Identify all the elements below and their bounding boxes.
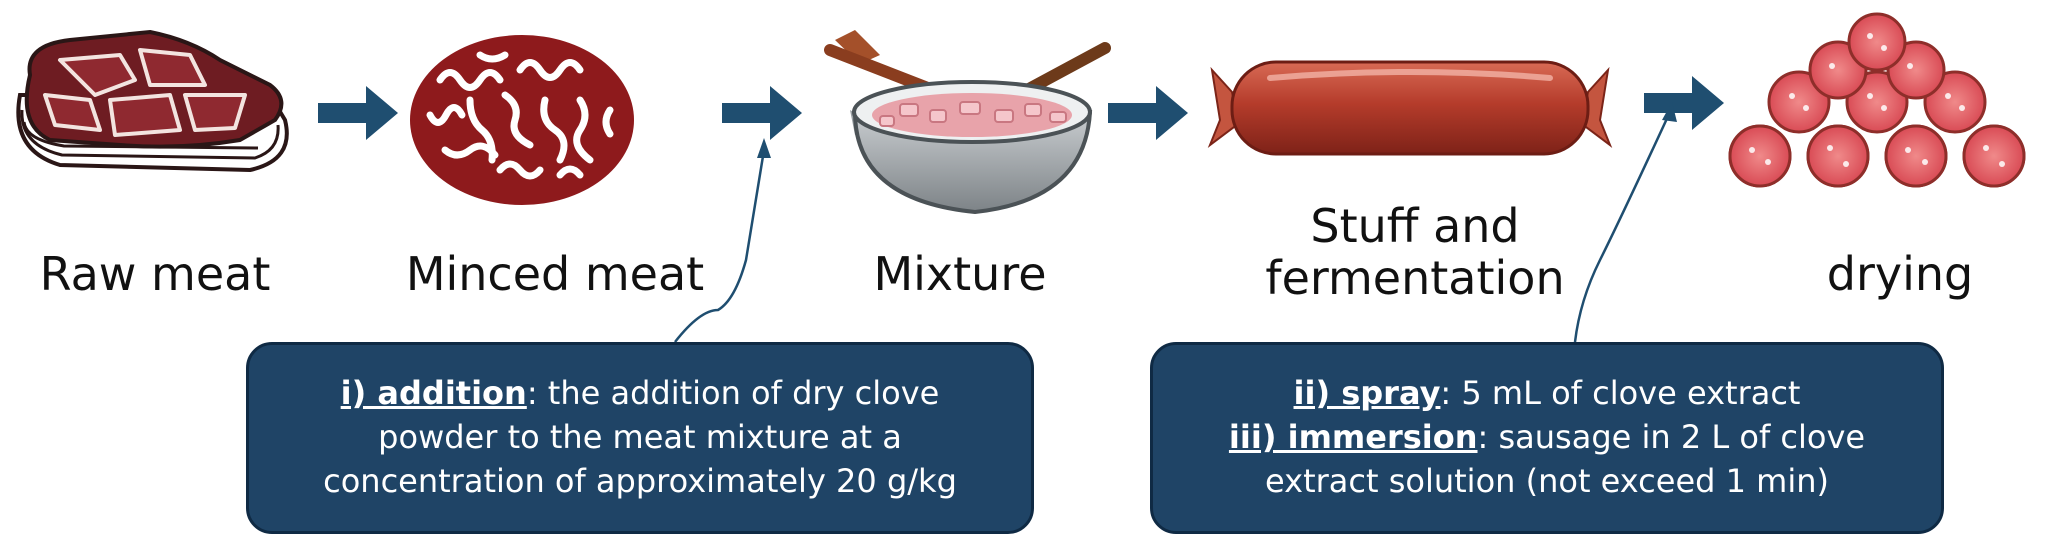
flow-arrow-3 (1108, 86, 1188, 140)
immersion-line: iii) immersion: sausage in 2 L of clove (1153, 415, 1941, 459)
flow-arrow-4 (1644, 76, 1724, 130)
immersion-term: iii) immersion (1228, 418, 1478, 456)
step-label-fermentation-line: fermentation (1265, 251, 1565, 305)
immersion-rest: : sausage in 2 L of clove (1477, 418, 1866, 456)
treatment-note: ii) spray: 5 mL of clove extract iii) im… (1150, 342, 1944, 534)
immersion-line-3: extract solution (not exceed 1 min) (1265, 462, 1829, 500)
treatment-connector (1573, 111, 1672, 343)
flow-arrow-2 (722, 86, 802, 140)
raw-meat-icon (16, 29, 289, 173)
step-label-drying: drying (1826, 247, 1974, 301)
addition-line-1: i) addition: the addition of dry clove (249, 371, 1031, 415)
addition-connector-arrowhead (757, 138, 771, 158)
addition-line-3: concentration of approximately 20 g/kg (323, 462, 957, 500)
spray-line: ii) spray: 5 mL of clove extract (1153, 371, 1941, 415)
spray-term: ii) spray (1293, 374, 1441, 412)
treatment-connector-arrowhead (1662, 102, 1677, 122)
addition-connector (674, 149, 766, 343)
spray-rest: : 5 mL of clove extract (1440, 374, 1801, 412)
addition-line-2: powder to the meat mixture at a (378, 418, 902, 456)
sliced-sausages-icon (1728, 12, 2026, 188)
flow-arrow-1 (318, 86, 398, 140)
sausage-casing-icon (1207, 60, 1613, 156)
step-label-minced-meat: Minced meat (405, 247, 705, 301)
step-label-stuff-fermentation: Stuff and fermentation (1230, 200, 1600, 304)
minced-meat-icon (410, 35, 634, 205)
addition-line-1-rest: : the addition of dry clove (526, 374, 940, 412)
mixing-bowl-icon (824, 30, 1111, 215)
step-label-stuff-line: Stuff and (1310, 199, 1520, 253)
step-label-raw-meat: Raw meat (39, 247, 271, 301)
step-label-mixture: Mixture (873, 247, 1047, 301)
addition-term: i) addition (340, 374, 527, 412)
addition-note: i) addition: the addition of dry clove p… (246, 342, 1034, 534)
